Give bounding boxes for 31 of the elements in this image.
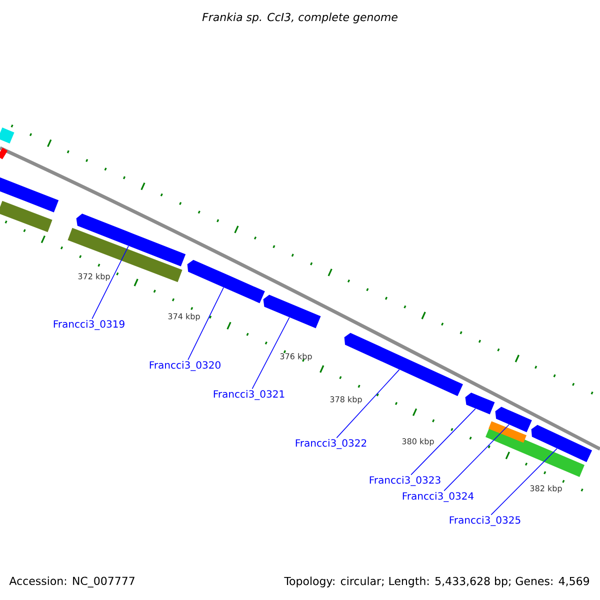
scale-label: 382 kbp [530, 485, 562, 493]
gene-label: Francci3_0322 [296, 439, 366, 449]
scale-label: 376 kbp [280, 353, 312, 361]
leader-line [336, 369, 400, 438]
gene-label: Francci3_0324 [402, 492, 474, 502]
gene-block [344, 332, 463, 396]
scale-label: 378 kbp [330, 396, 362, 404]
leader-line [252, 317, 290, 390]
gene-label: Francci3_0321 [214, 390, 284, 400]
gene-block [187, 260, 265, 304]
scale-label: 374 kbp [168, 313, 200, 321]
scale-label: 372 kbp [78, 273, 110, 281]
gene-block [495, 406, 532, 432]
gene-label: Francci3_0325 [450, 516, 520, 526]
leader-line [410, 408, 476, 476]
gene-label: Francci3_0323 [370, 476, 440, 486]
gene-block [531, 424, 592, 462]
gene-block [0, 176, 59, 212]
leader-line [490, 448, 558, 516]
scale-label: 380 kbp [402, 438, 434, 446]
gene-block [263, 294, 321, 328]
leader-line [92, 246, 129, 320]
gene-label: Francci3_0320 [150, 361, 220, 371]
gene-block [76, 214, 186, 266]
accession-text: Accession: NC_007777 [9, 576, 134, 588]
leader-line [188, 287, 224, 360]
title: Frankia sp. CcI3, complete genome [202, 12, 398, 24]
gene-block [465, 392, 495, 414]
genome-info-text: Topology: circular; Length: 5,433,628 bp; Genes: 4,569 [284, 576, 590, 588]
leader-line [444, 424, 510, 492]
gene-label: Francci3_0319 [54, 320, 124, 330]
